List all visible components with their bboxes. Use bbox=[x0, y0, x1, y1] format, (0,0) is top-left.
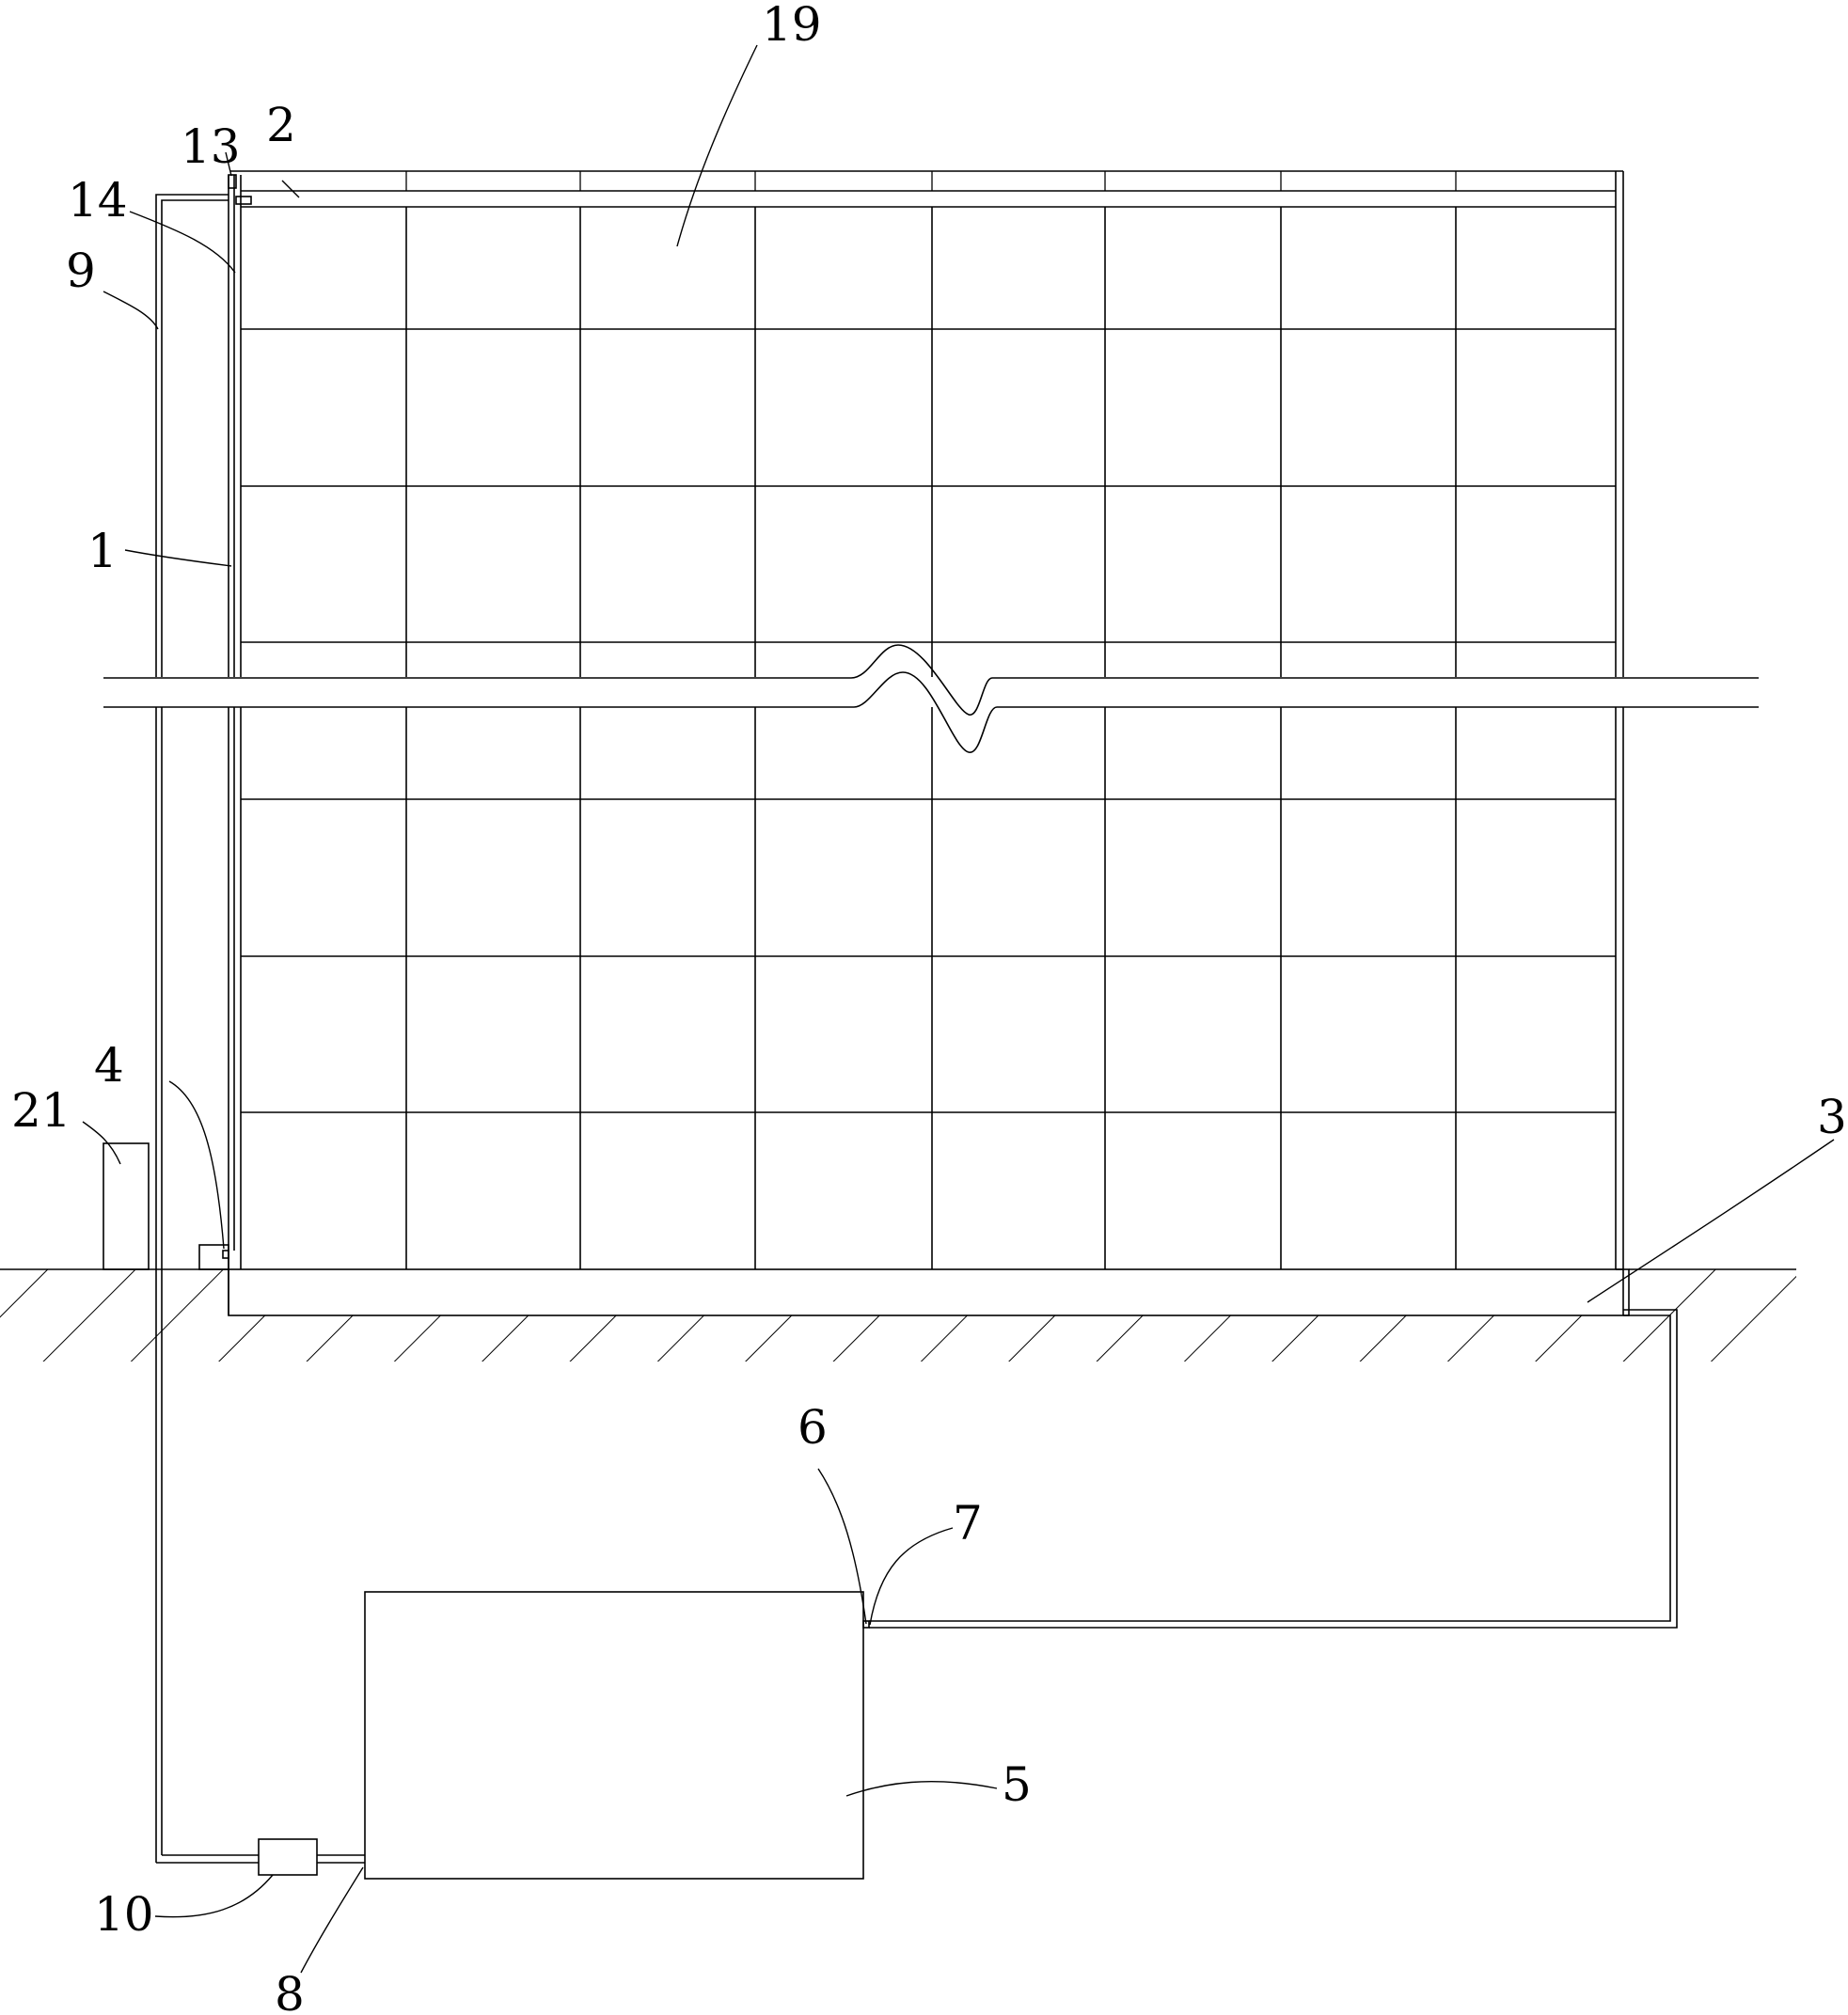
ground-hatch-left bbox=[0, 1269, 229, 1362]
callout-13: 13 bbox=[181, 119, 241, 174]
return-pipe bbox=[869, 1309, 1678, 1629]
callout-7: 7 bbox=[953, 1496, 983, 1551]
callout-9: 9 bbox=[66, 244, 96, 298]
break-line bbox=[103, 644, 1759, 753]
outlet-pipe bbox=[317, 1854, 365, 1864]
wall-panel bbox=[230, 170, 1624, 1315]
callout-5: 5 bbox=[1002, 1757, 1032, 1812]
supply-pipe bbox=[155, 194, 259, 1864]
callout-10: 10 bbox=[94, 1887, 154, 1942]
vertical-downpipe bbox=[228, 175, 242, 1315]
sensor-box bbox=[198, 1244, 229, 1270]
collection-trough bbox=[228, 1268, 1630, 1316]
callout-21: 21 bbox=[11, 1083, 71, 1138]
callout-19: 19 bbox=[762, 0, 822, 52]
callout-2: 2 bbox=[266, 98, 296, 152]
control-box bbox=[103, 1142, 150, 1270]
water-tank bbox=[364, 1591, 870, 1880]
spray-head bbox=[228, 174, 252, 205]
callout-1: 1 bbox=[87, 524, 118, 578]
leader-lines bbox=[82, 44, 1835, 1974]
callout-4: 4 bbox=[94, 1038, 124, 1093]
callout-14: 14 bbox=[68, 173, 128, 228]
callout-8: 8 bbox=[275, 1967, 305, 2015]
pump bbox=[258, 1838, 318, 1876]
ground bbox=[0, 1268, 1796, 1362]
callout-3: 3 bbox=[1817, 1090, 1847, 1144]
callouts: 19 13 2 14 9 1 4 21 3 6 7 5 10 8 bbox=[11, 0, 1847, 2015]
ground-hatch-under bbox=[229, 1315, 1629, 1362]
callout-6: 6 bbox=[798, 1400, 828, 1455]
